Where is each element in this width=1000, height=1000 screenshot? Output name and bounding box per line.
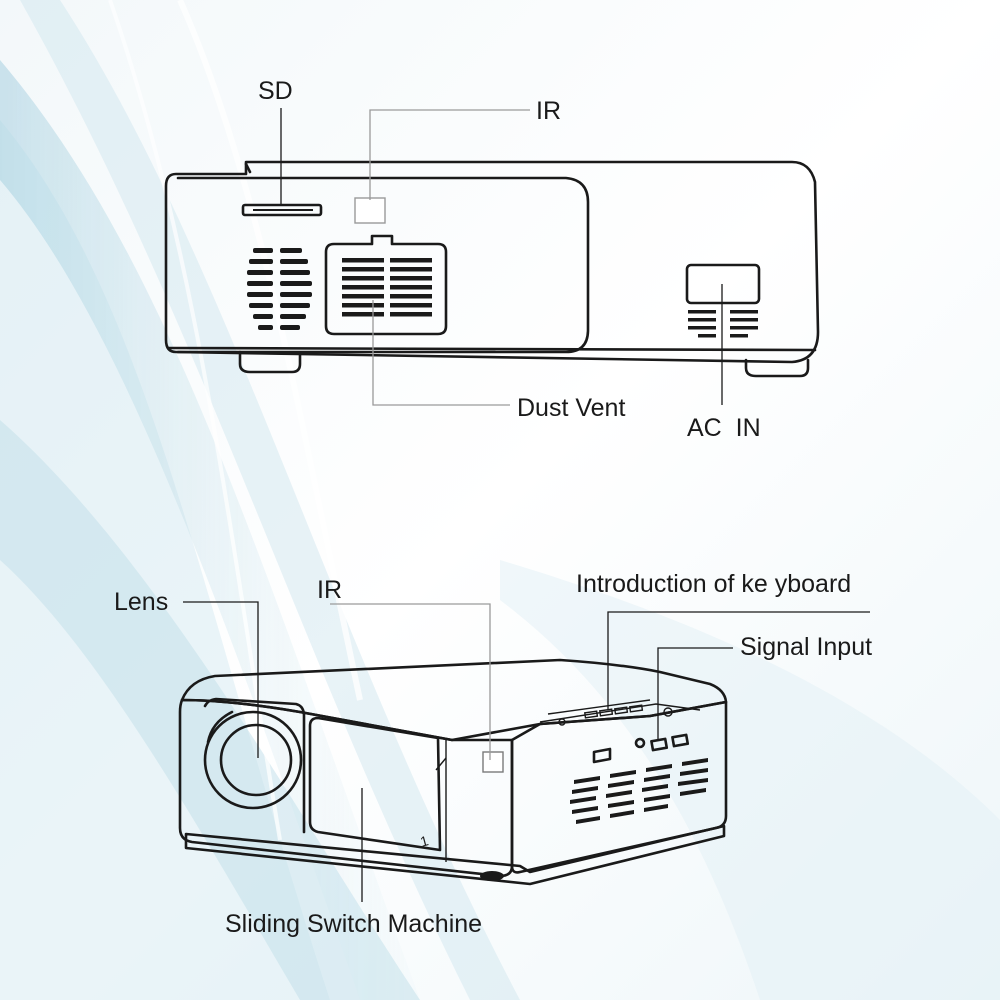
leader-signal-input	[657, 647, 733, 740]
front-foot-right	[480, 871, 504, 881]
lens-outer	[203, 710, 303, 810]
label-ir-rear: IR	[536, 97, 561, 125]
label-ir-front: IR	[317, 576, 342, 604]
label-ac-in: AC IN	[687, 414, 761, 442]
ir-window-rear	[354, 197, 386, 224]
label-keyboard: Introduction of ke yboard	[576, 570, 851, 598]
keyboard-buttons	[558, 704, 673, 726]
rear-panel-recess	[176, 176, 590, 354]
ir-window-front	[482, 751, 504, 773]
label-sd: SD	[258, 77, 293, 105]
lens-inner	[219, 723, 293, 797]
sd-slot	[241, 203, 323, 217]
dust-vent-cover	[324, 234, 448, 336]
label-lens: Lens	[114, 588, 168, 616]
label-dust-vent: Dust Vent	[517, 394, 625, 422]
dust-vent-slots	[342, 258, 432, 317]
ac-vent-slots	[688, 310, 758, 338]
leader-ir-rear	[369, 109, 530, 200]
projector-perspective-view: 1	[178, 601, 870, 902]
leader-dust-vent	[372, 300, 510, 406]
label-sliding-switch: Sliding Switch Machine	[225, 910, 482, 938]
ac-in-socket	[685, 263, 761, 305]
label-signal-input: Signal Input	[740, 633, 872, 661]
rear-foot-left	[238, 350, 302, 374]
slide-mark: 1	[418, 832, 430, 850]
rear-foot-right	[744, 358, 810, 378]
leader-ir-front	[330, 603, 491, 760]
sliding-door	[308, 716, 442, 852]
side-face	[510, 700, 728, 874]
rear-speaker-grille	[247, 248, 312, 330]
side-ports	[592, 733, 690, 764]
side-grille	[570, 758, 708, 824]
rear-body-outline	[164, 160, 820, 364]
leader-keyboard	[607, 611, 870, 710]
projector-rear-view	[164, 108, 820, 406]
leader-lens	[183, 601, 259, 758]
